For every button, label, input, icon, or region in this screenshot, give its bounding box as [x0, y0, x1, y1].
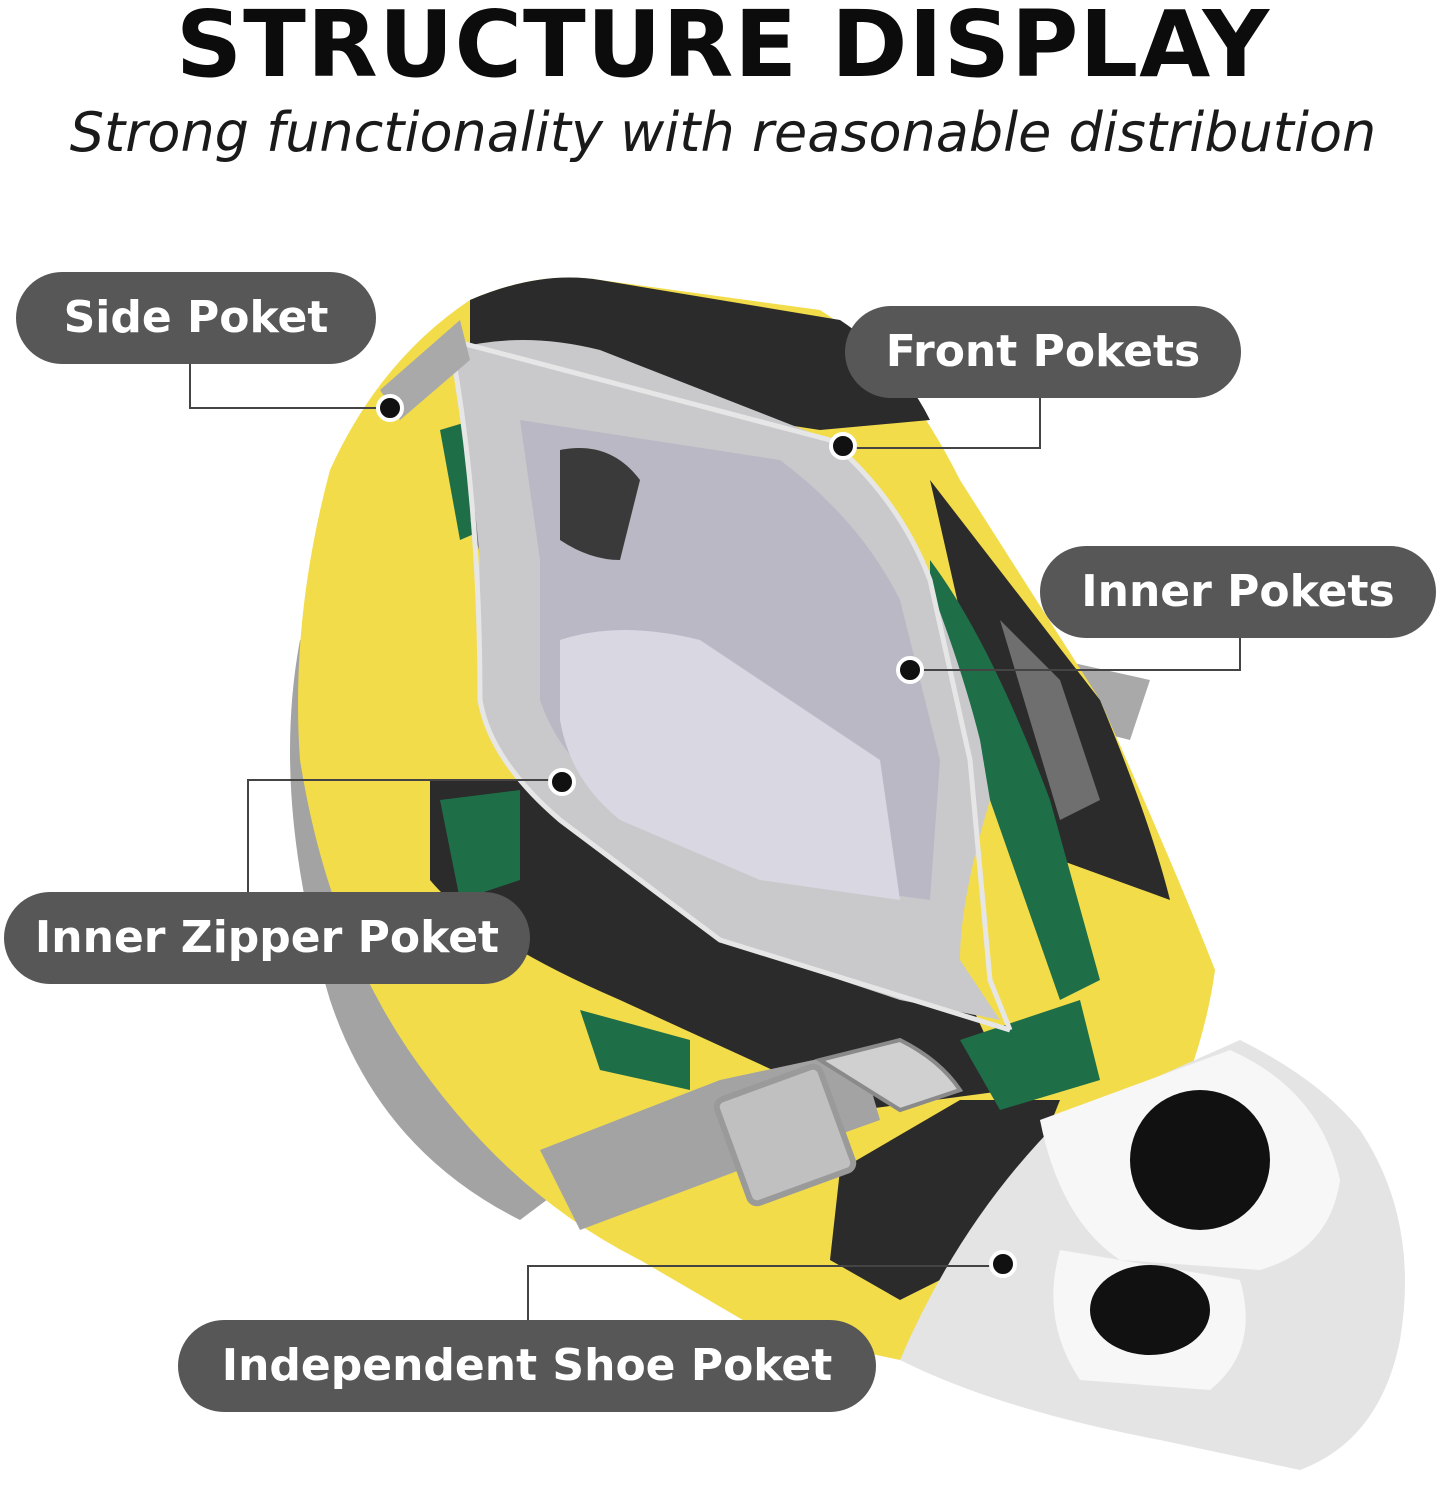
callout-independent-shoe-poket: Independent Shoe Poket [178, 1320, 876, 1412]
page-title: STRUCTURE DISPLAY [175, 0, 1271, 98]
callout-inner-pokets: Inner Pokets [1040, 546, 1436, 638]
callout-side-poket: Side Poket [16, 272, 376, 364]
page-subtitle: Strong functionality with reasonable dis… [69, 101, 1377, 164]
callout-inner-zipper-poket: Inner Zipper Poket [4, 892, 530, 984]
callout-front-pokets: Front Pokets [845, 306, 1241, 398]
